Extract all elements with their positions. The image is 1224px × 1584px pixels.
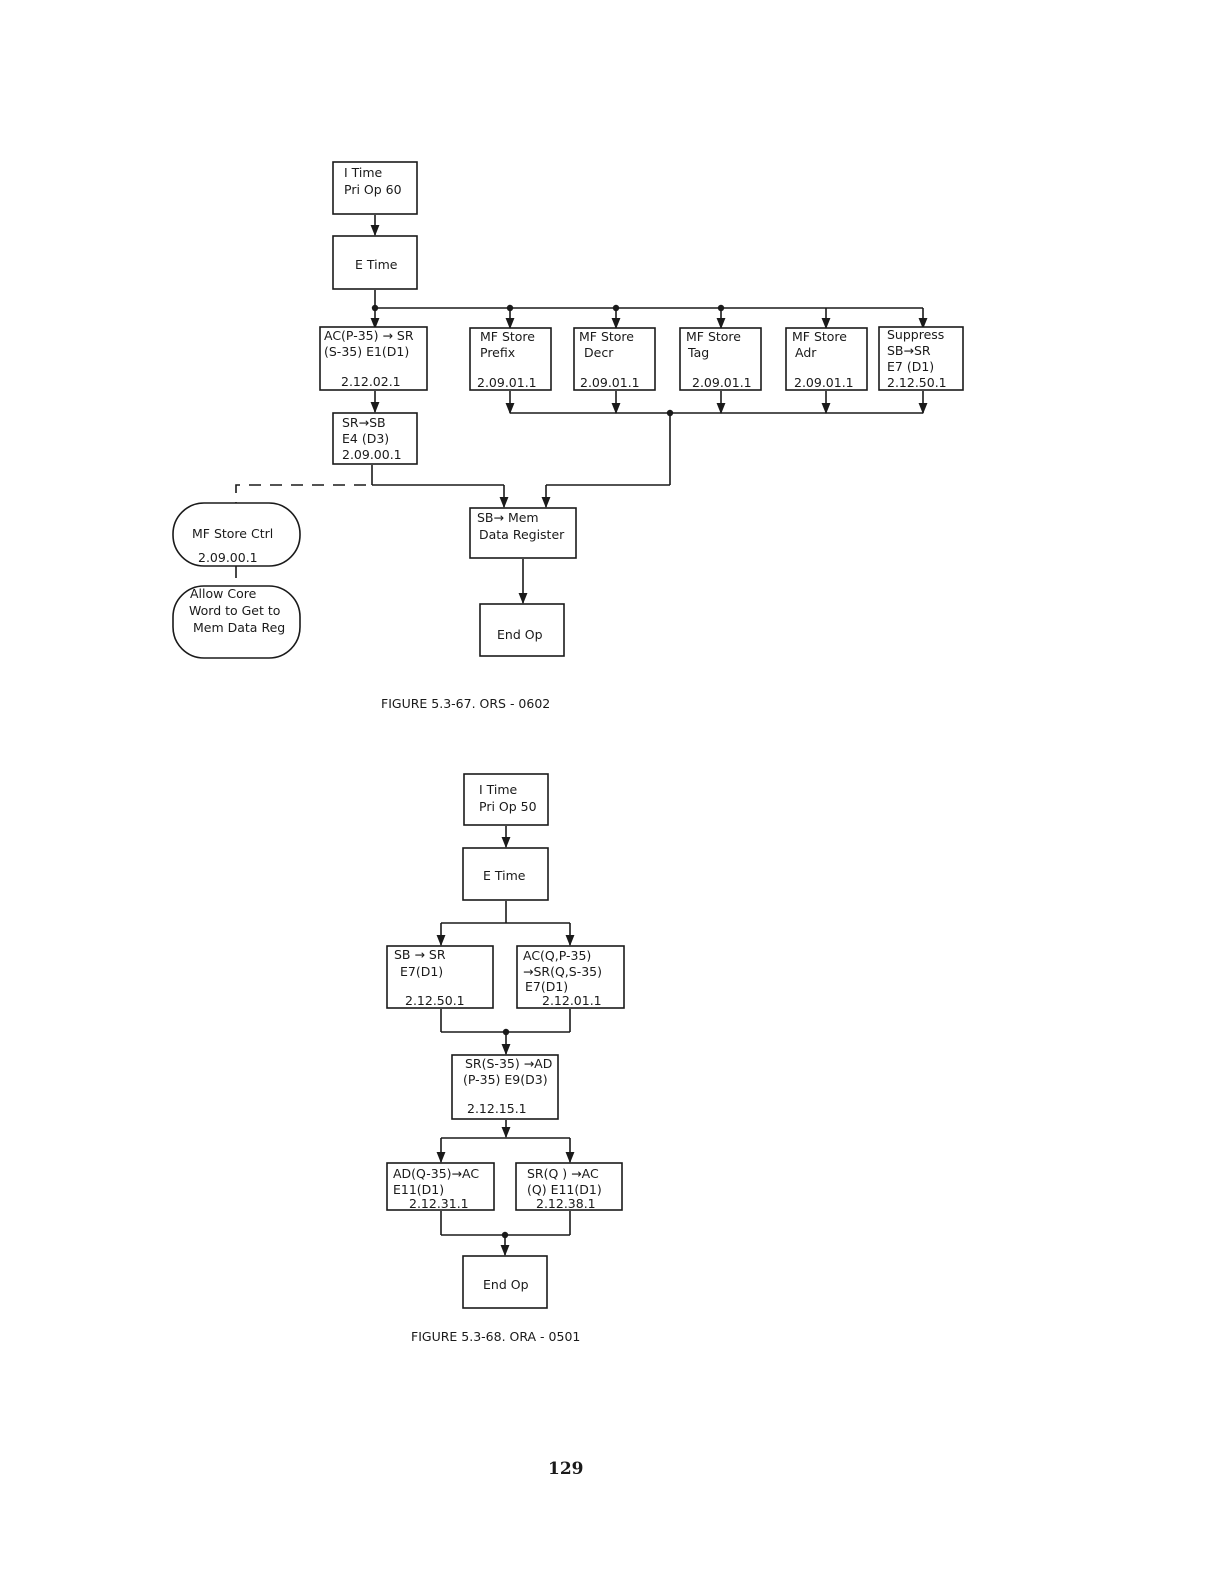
fig2-ad-ac-ref: 2.12.31.1: [409, 1196, 469, 1211]
fig2-i-time-line2: Pri Op 50: [479, 799, 537, 814]
fig2-sr-ac-line1: SR(Q ) →AC: [527, 1166, 599, 1181]
fig1-mf-ctrl-ref: 2.09.00.1: [198, 550, 258, 565]
fig1-suppress-line2: SB→SR: [887, 343, 931, 358]
fig1-suppress-ref: 2.12.50.1: [887, 375, 947, 390]
fig1-mf-ctrl-line1: MF Store Ctrl: [192, 526, 273, 541]
fig1-sr-sb-ref: 2.09.00.1: [342, 447, 402, 462]
fig2-ac-q-ref: 2.12.01.1: [542, 993, 602, 1008]
fig2-ac-q-line3: E7(D1): [525, 979, 568, 994]
fig2-sr-ad-line2: (P-35) E9(D3): [463, 1072, 548, 1087]
fig1-sr-sb-box: SR→SB E4 (D3) 2.09.00.1: [332, 412, 418, 465]
figure1-caption: FIGURE 5.3-67. ORS - 0602: [381, 696, 550, 711]
fig1-suppress-box: Suppress SB→SR E7 (D1) 2.12.50.1: [878, 326, 964, 391]
fig1-mf-tag-ref: 2.09.01.1: [692, 375, 752, 390]
fig2-ac-q-box: AC(Q,P-35) →SR(Q,S-35) E7(D1) 2.12.01.1: [516, 945, 625, 1009]
fig1-mf-prefix-ref: 2.09.01.1: [477, 375, 537, 390]
fig1-allow-line2: Word to Get to: [189, 603, 280, 618]
fig1-suppress-line1: Suppress: [887, 327, 944, 342]
fig1-ac-sr-box: AC(P-35) → SR (S-35) E1(D1) 2.12.02.1: [319, 326, 428, 391]
fig1-sr-sb-line2: E4 (D3): [342, 431, 389, 446]
fig2-sb-sr-ref: 2.12.50.1: [405, 993, 465, 1008]
fig1-allow-core-terminal: Allow Core Word to Get to Mem Data Reg: [172, 585, 301, 659]
fig2-e-time-label: E Time: [483, 868, 526, 883]
fig1-sb-mem-box: SB→ Mem Data Register: [469, 507, 577, 559]
fig1-mf-store-ctrl-terminal: MF Store Ctrl 2.09.00.1: [172, 502, 301, 567]
fig1-mf-tag-line2: Tag: [687, 345, 709, 360]
fig1-e-time-label: E Time: [355, 257, 398, 272]
fig1-suppress-line3: E7 (D1): [887, 359, 934, 374]
fig2-sb-sr-line1: SB → SR: [394, 947, 446, 962]
fig2-sr-ad-ref: 2.12.15.1: [467, 1101, 527, 1116]
figure-5-3-68: I Time Pri Op 50 E Time SB → SR E7(D1) 2…: [386, 773, 625, 1344]
fig2-e-time-box: E Time: [462, 847, 549, 901]
fig1-mf-decr-line2: Decr: [584, 345, 614, 360]
fig1-sb-mem-line1: SB→ Mem: [477, 510, 539, 525]
fig1-mf-adr-line1: MF Store: [792, 329, 847, 344]
fig1-allow-line3: Mem Data Reg: [193, 620, 285, 635]
fig2-i-time-line1: I Time: [479, 782, 518, 797]
fig2-sr-ad-box: SR(S-35) →AD (P-35) E9(D3) 2.12.15.1: [451, 1054, 559, 1120]
fig2-ac-q-line2: →SR(Q,S-35): [523, 964, 602, 979]
fig1-ac-sr-line1: AC(P-35) → SR: [324, 328, 414, 343]
fig1-e-time-box: E Time: [332, 235, 418, 290]
fig1-mf-decr-line1: MF Store: [579, 329, 634, 344]
fig2-sr-ac-line2: (Q) E11(D1): [527, 1182, 602, 1197]
fig1-mf-store-adr-box: MF Store Adr 2.09.01.1: [785, 327, 868, 391]
fig2-end-op-box: End Op: [462, 1255, 548, 1309]
fig1-mf-adr-line2: Adr: [795, 345, 817, 360]
page-number: 129: [548, 1459, 584, 1479]
figure1-connectors: [235, 215, 928, 605]
fig1-sr-sb-line1: SR→SB: [342, 415, 386, 430]
fig2-i-time-box: I Time Pri Op 50: [463, 773, 549, 826]
fig2-ad-ac-box: AD(Q-35)→AC E11(D1) 2.12.31.1: [386, 1162, 495, 1211]
fig2-sr-ad-line1: SR(S-35) →AD: [465, 1056, 552, 1071]
fig2-end-op-label: End Op: [483, 1277, 529, 1292]
fig2-sr-ac-box: SR(Q ) →AC (Q) E11(D1) 2.12.38.1: [515, 1162, 623, 1211]
fig1-i-time-line1: I Time: [344, 165, 383, 180]
fig1-mf-prefix-line1: MF Store: [480, 329, 535, 344]
fig1-ac-sr-ref: 2.12.02.1: [341, 374, 401, 389]
fig2-sb-sr-box: SB → SR E7(D1) 2.12.50.1: [386, 945, 494, 1009]
fig1-mf-decr-ref: 2.09.01.1: [580, 375, 640, 390]
fig1-i-time-box: I Time Pri Op 60: [332, 161, 418, 215]
fig1-mf-tag-line1: MF Store: [686, 329, 741, 344]
fig1-end-op-box: End Op: [479, 603, 565, 657]
fig1-mf-store-prefix-box: MF Store Prefix 2.09.01.1: [469, 327, 552, 391]
fig1-mf-prefix-line2: Prefix: [480, 345, 515, 360]
fig1-mf-store-decr-box: MF Store Decr 2.09.01.1: [573, 327, 656, 391]
fig2-sr-ac-ref: 2.12.38.1: [536, 1196, 596, 1211]
fig1-allow-line1: Allow Core: [190, 586, 257, 601]
figure-5-3-67: I Time Pri Op 60 E Time AC(P-35) → SR (S…: [172, 161, 964, 711]
fig2-ad-ac-line2: E11(D1): [393, 1182, 444, 1197]
fig1-end-op-label: End Op: [497, 627, 543, 642]
fig2-ad-ac-line1: AD(Q-35)→AC: [393, 1166, 479, 1181]
fig2-ac-q-line1: AC(Q,P-35): [523, 948, 591, 963]
fig1-mf-adr-ref: 2.09.01.1: [794, 375, 854, 390]
figure2-connectors: [436, 826, 575, 1257]
figure2-caption: FIGURE 5.3-68. ORA - 0501: [411, 1329, 580, 1344]
fig1-ac-sr-line2: (S-35) E1(D1): [324, 344, 409, 359]
fig1-mf-store-tag-box: MF Store Tag 2.09.01.1: [679, 327, 762, 391]
fig1-i-time-line2: Pri Op 60: [344, 182, 402, 197]
fig2-sb-sr-line2: E7(D1): [400, 964, 443, 979]
fig1-sb-mem-line2: Data Register: [479, 527, 565, 542]
